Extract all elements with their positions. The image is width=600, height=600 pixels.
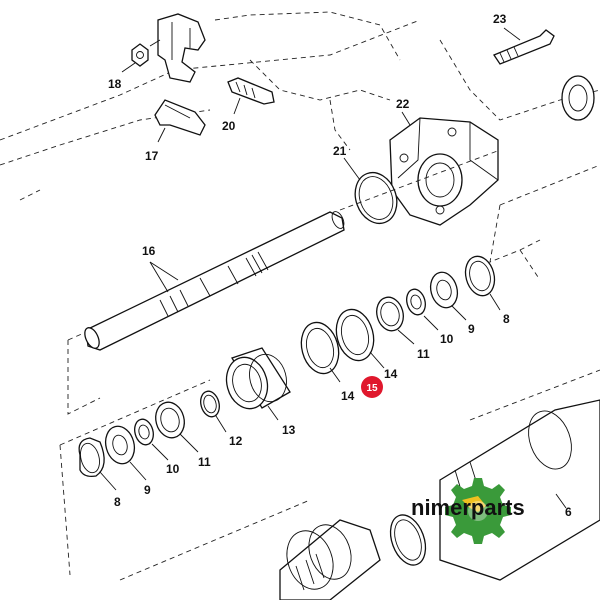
part-9-washer-upper [429, 271, 467, 321]
brand-watermark: nimerparts [411, 478, 525, 544]
label-8-upper: 8 [503, 312, 510, 326]
label-14-right: 14 [384, 367, 398, 381]
part-16-shaft [84, 211, 345, 351]
highlight-label: 15 [366, 383, 378, 394]
part-17-clip [154, 99, 206, 143]
label-18: 18 [108, 77, 122, 91]
part-15-highlight-marker[interactable]: 15 [361, 376, 383, 398]
label-11-upper: 11 [417, 347, 430, 361]
label-6: 6 [565, 505, 572, 519]
part-20-bolt [227, 77, 275, 115]
label-17: 17 [145, 149, 159, 163]
label-12: 12 [229, 434, 243, 448]
part-10-bearing-upper [406, 288, 439, 331]
part-10-bearing-lower [134, 418, 169, 461]
label-16: 16 [142, 244, 156, 258]
part-23-bolt [493, 27, 555, 65]
part-13-piston [225, 347, 291, 421]
lower-piston-assembly [279, 519, 381, 600]
label-14-left: 14 [341, 389, 355, 403]
label-10-lower: 10 [166, 462, 180, 476]
part-12-snap-ring [200, 390, 227, 433]
label-9-upper: 9 [468, 322, 475, 336]
label-8-lower: 8 [114, 495, 121, 509]
label-22: 22 [396, 97, 410, 111]
gear-logo-icon [445, 478, 511, 544]
highlight-dot[interactable] [361, 376, 383, 398]
label-11-lower: 11 [198, 455, 211, 469]
label-10-upper: 10 [440, 332, 454, 346]
brand-text: nimerparts [411, 495, 525, 520]
part-labels: 23 18 20 17 22 21 16 8 9 10 11 14 14 13 … [108, 12, 572, 519]
label-20: 20 [222, 119, 236, 133]
part-8-snap-ring-lower [78, 437, 117, 491]
part-11-ring-lower [155, 401, 199, 453]
assembly-dashed-frame [59, 204, 600, 581]
part-14-seal-pair [300, 308, 385, 383]
part-9-washer-lower [104, 425, 147, 481]
part-22-housing [389, 111, 499, 226]
label-23: 23 [493, 12, 507, 26]
top-right-seal-ring [561, 75, 595, 121]
part-11-ring-upper [376, 296, 415, 345]
part-bracket-clamp [149, 13, 206, 83]
label-13: 13 [282, 423, 296, 437]
chassis-frame-outline [0, 11, 600, 201]
label-9-lower: 9 [144, 483, 151, 497]
part-21-oring [343, 157, 398, 225]
part-18-nut [121, 43, 149, 73]
part-8-snap-ring-upper [464, 255, 501, 311]
label-21: 21 [333, 144, 347, 158]
